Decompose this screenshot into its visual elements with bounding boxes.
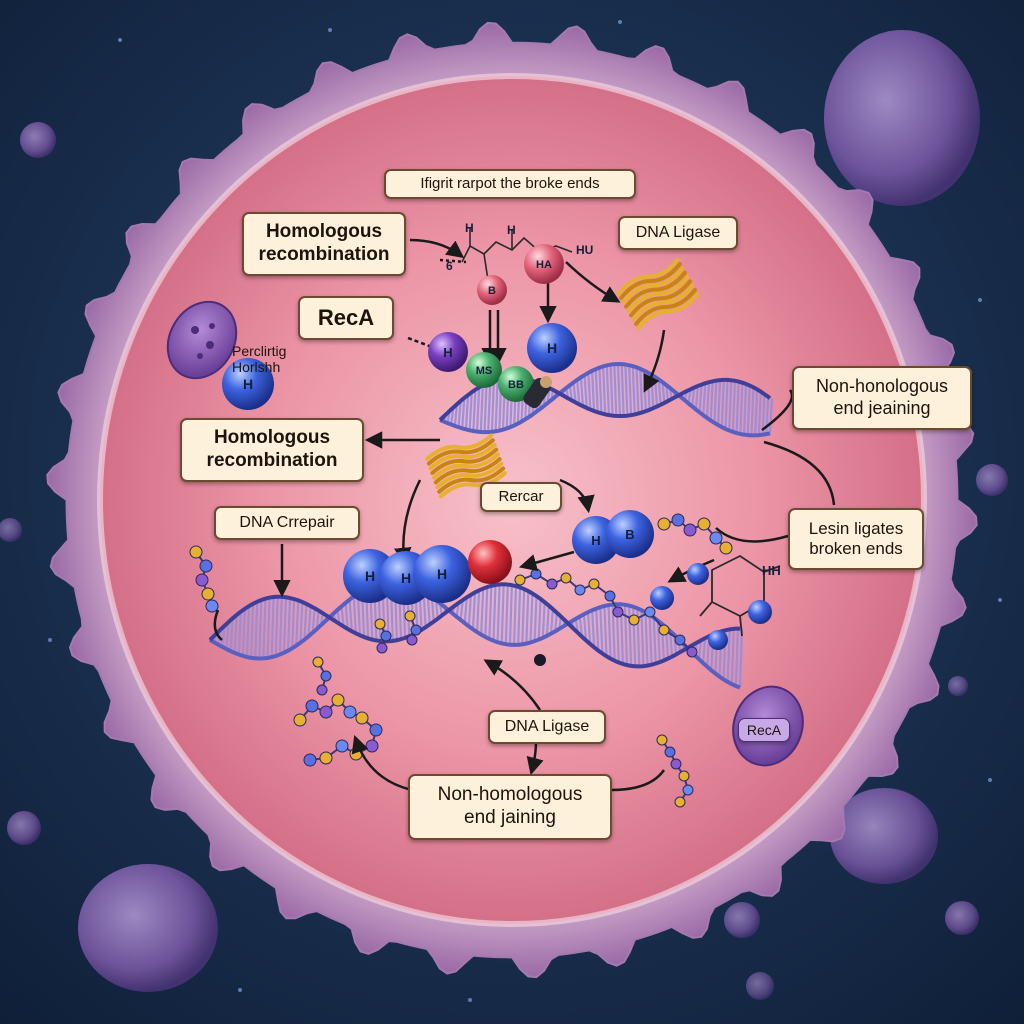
protein-node-h-left: H: [222, 358, 274, 410]
label-lesin-ligates: Lesin ligates broken ends: [788, 508, 924, 570]
svg-text:H: H: [243, 376, 253, 392]
bg-cell: [945, 901, 979, 935]
label-dna-ligase-top: DNA Ligase: [618, 216, 738, 250]
bg-cell: [20, 122, 56, 158]
label-homologous-recombination-top: Homologous recombination: [242, 212, 406, 276]
protein-node-h-purple: H: [428, 332, 468, 372]
protein-nodes: HA B H MS BB H H H: [222, 244, 772, 666]
protein-node-h-chain-3: H: [413, 545, 471, 603]
svg-text:H: H: [591, 533, 600, 548]
background-cells: [0, 30, 1008, 1000]
node-text-6: 6: [446, 259, 453, 273]
arrow: [763, 440, 836, 506]
svg-text:H: H: [365, 568, 375, 584]
svg-text:B: B: [625, 527, 634, 542]
label-protein-name: Perclirtig Horlshh: [232, 343, 287, 376]
arrow: [565, 261, 621, 303]
arrow: [483, 659, 542, 711]
protein-node-small: [650, 586, 674, 610]
svg-text:H: H: [547, 340, 557, 356]
protein-node-b-mid-right: B: [606, 510, 654, 558]
node-text-h-top: H: [465, 221, 474, 235]
node-text-hh: HH: [762, 563, 781, 578]
protein-node-small: [687, 563, 709, 585]
bg-cell: [746, 972, 774, 1000]
ligase-bundle: [425, 433, 507, 499]
protein-node-small: [708, 630, 728, 650]
label-rercar: Rercar: [480, 482, 562, 512]
cytoplasm-rim: [97, 73, 927, 927]
svg-text:HA: HA: [536, 259, 552, 271]
arrow: [559, 478, 595, 514]
protein-node-ha: HA: [524, 244, 564, 284]
node-text-hu: HU: [576, 243, 593, 257]
bg-cell: [78, 864, 218, 992]
protein-node-small: [748, 600, 772, 624]
node-text-h-top2: H: [507, 223, 516, 237]
bg-cell: [976, 464, 1008, 496]
organelle-left: [166, 300, 238, 380]
svg-text:H: H: [443, 345, 452, 360]
bg-cell: [830, 788, 938, 884]
flow-arrows: [213, 238, 836, 792]
arrow: [439, 258, 467, 264]
label-non-homologous-right: Non-honologous end jeaining: [792, 366, 972, 430]
bg-cell: [948, 676, 968, 696]
arrow: [409, 238, 465, 259]
arrow: [518, 550, 575, 572]
dna-end-cap: [523, 376, 552, 409]
bg-cell: [0, 518, 22, 542]
label-dna-ligase-bottom: DNA Ligase: [488, 710, 606, 744]
label-non-homologous-bottom: Non-homologous end jaining: [408, 774, 612, 840]
arrow: [213, 609, 223, 641]
bg-cell: [724, 902, 760, 938]
protein-node-red: [468, 540, 512, 584]
svg-text:B: B: [488, 285, 496, 297]
svg-text:H: H: [401, 570, 411, 586]
arrow: [611, 769, 666, 792]
ligase-bundle: [616, 257, 700, 331]
protein-node-ms: MS: [466, 352, 502, 388]
label-dna-repair: DNA Crrepair: [214, 506, 360, 540]
arrow: [761, 389, 794, 432]
sparkles: [48, 20, 1002, 1002]
label-reca-left: RecA: [298, 296, 394, 340]
label-reca-right: RecA: [738, 718, 790, 742]
protein-node-bb: BB: [498, 366, 534, 402]
label-homologous-recombination-mid: Homologous recombination: [180, 418, 364, 482]
svg-text:MS: MS: [476, 365, 493, 377]
bg-cell: [7, 811, 41, 845]
bg-cell: [824, 30, 980, 206]
arrow: [643, 329, 666, 393]
arrow: [351, 735, 413, 792]
svg-text:H: H: [437, 566, 447, 582]
protein-node-small: [534, 654, 546, 666]
arrow: [715, 527, 789, 543]
protein-node-h-top-right: H: [527, 323, 577, 373]
svg-text:BB: BB: [508, 379, 524, 391]
top-caption: Ifigrit rarpot the broke ends: [384, 169, 636, 199]
protein-node-b-top: B: [477, 275, 507, 305]
